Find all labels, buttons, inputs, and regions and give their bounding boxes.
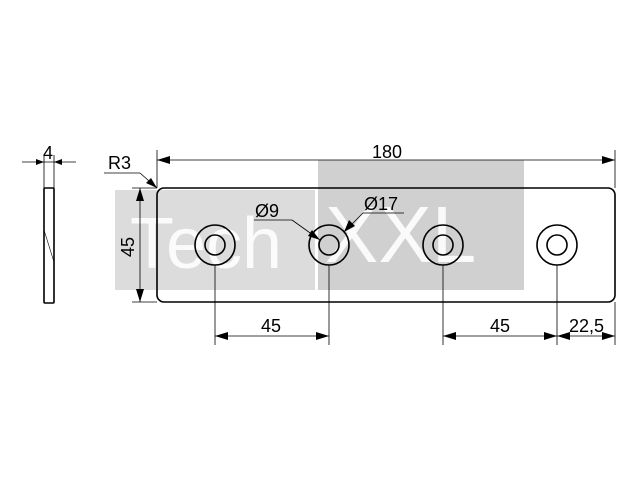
height-dimension <box>132 187 157 303</box>
spacing-right-label: 45 <box>490 316 510 336</box>
radius-label: R3 <box>108 153 131 173</box>
spacing-right-arrow-end <box>544 332 557 340</box>
inner-diameter-label: Ø9 <box>255 201 279 221</box>
height-label: 45 <box>118 237 138 257</box>
hole-4-inner <box>546 234 568 256</box>
hole-1-inner <box>204 234 226 256</box>
plate-outline <box>156 187 616 303</box>
length-dimension <box>156 150 616 188</box>
hole-4-outer <box>536 224 578 266</box>
diameter-callouts <box>254 212 404 241</box>
watermark: Tech XXL <box>115 160 524 290</box>
edge-distance-arrow-end <box>602 332 615 340</box>
spacing-left-arrow-start <box>215 332 228 340</box>
side-view-profile <box>43 187 55 304</box>
thickness-label: 4 <box>43 143 53 163</box>
edge-distance-label: 22,5 <box>569 316 604 336</box>
outer-diameter-arrow <box>344 220 355 232</box>
outer-diameter-label: Ø17 <box>364 194 398 214</box>
height-arrow-top <box>136 188 144 201</box>
hole-3-inner <box>432 234 454 256</box>
plate <box>156 187 616 303</box>
side-view-centerline <box>43 229 55 263</box>
side-view <box>22 155 76 304</box>
watermark-text-right: XXL <box>325 190 476 279</box>
inner-diameter-arrow <box>308 230 320 240</box>
length-label: 180 <box>372 142 402 162</box>
edge-distance-arrow-start <box>557 332 570 340</box>
radius-arrow <box>146 178 157 188</box>
spacing-right-arrow-start <box>443 332 456 340</box>
thickness-arrow-right <box>54 159 62 165</box>
watermark-text-left: Tech <box>130 204 282 284</box>
spacing-left-label: 45 <box>261 316 281 336</box>
thickness-arrow-left <box>36 159 44 165</box>
hole-2-inner <box>318 234 340 256</box>
bottom-dimensions <box>214 265 616 345</box>
length-arrow-left <box>157 156 170 164</box>
height-arrow-bottom <box>136 289 144 302</box>
spacing-left-arrow-end <box>316 332 329 340</box>
radius-callout <box>104 172 158 189</box>
length-arrow-right <box>602 156 615 164</box>
